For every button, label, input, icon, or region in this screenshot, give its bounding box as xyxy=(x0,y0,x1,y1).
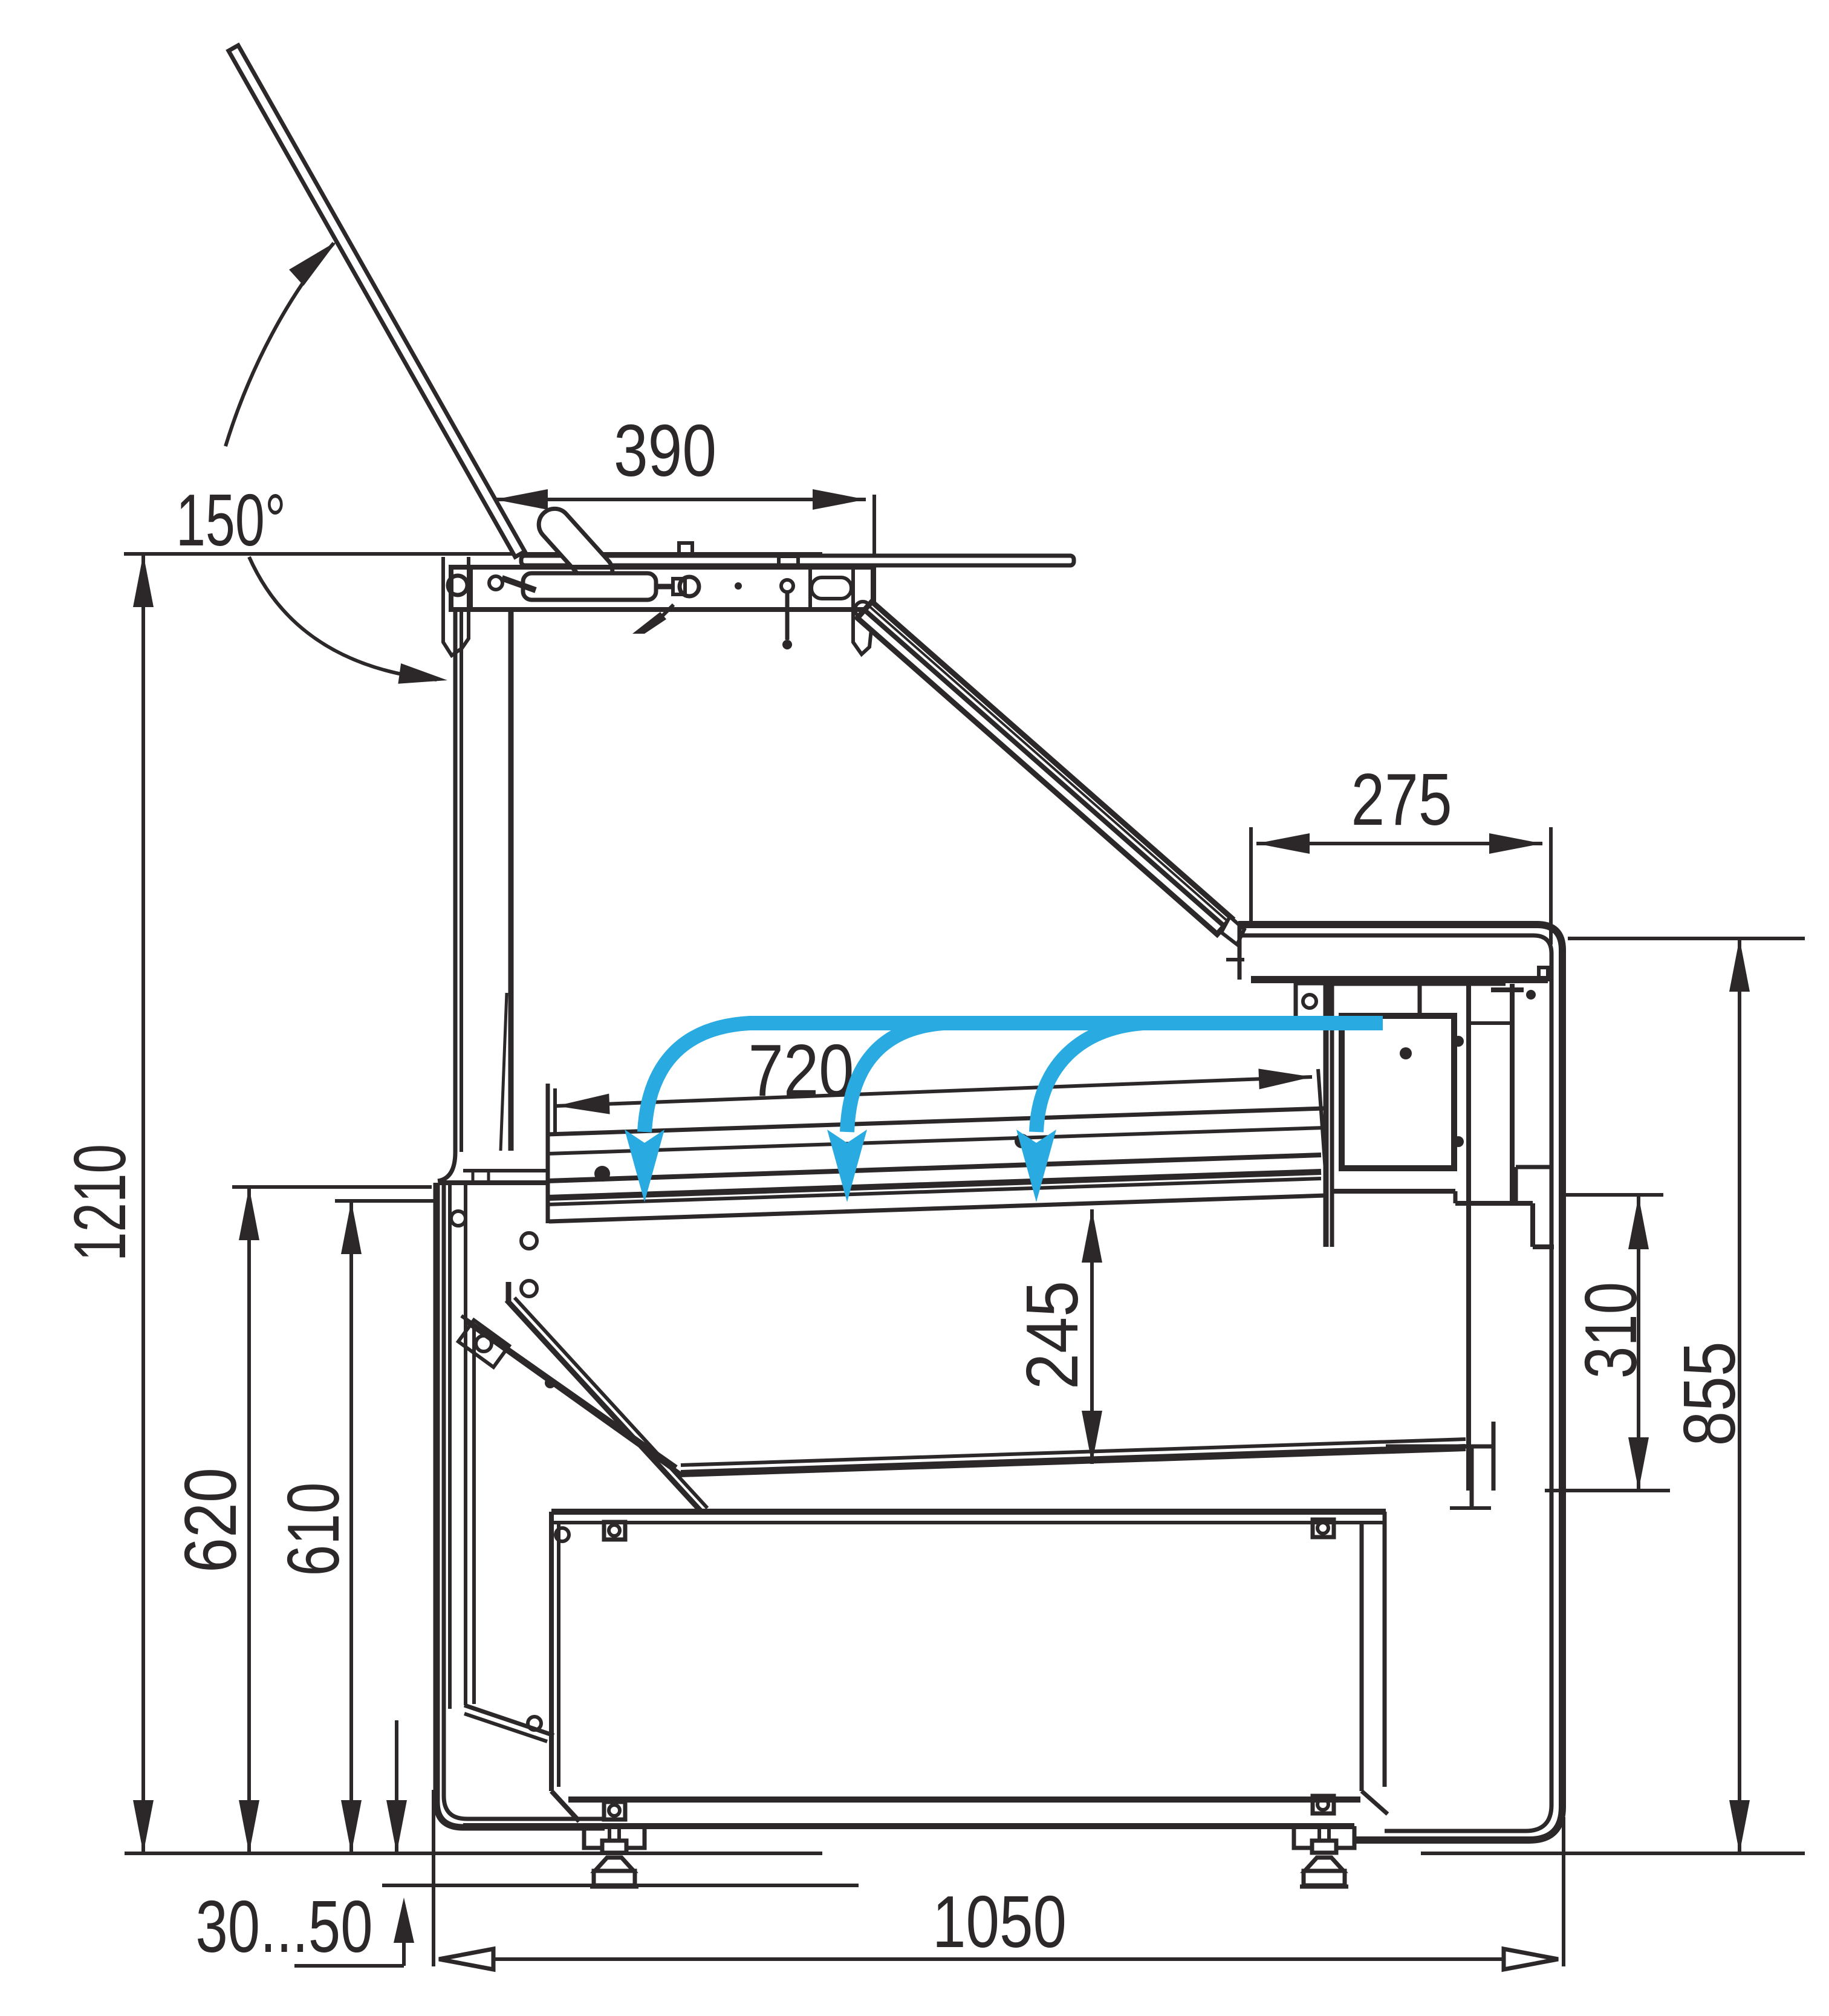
svg-text:1050: 1050 xyxy=(932,1881,1067,1963)
svg-text:620: 620 xyxy=(169,1468,252,1573)
svg-text:150°: 150° xyxy=(176,479,286,561)
svg-text:30...50: 30...50 xyxy=(196,1885,373,1968)
svg-text:310: 310 xyxy=(1570,1282,1652,1379)
svg-text:275: 275 xyxy=(1351,758,1452,841)
svg-text:610: 610 xyxy=(272,1483,354,1576)
svg-text:855: 855 xyxy=(1668,1342,1750,1446)
svg-text:720: 720 xyxy=(749,1029,854,1111)
svg-text:390: 390 xyxy=(614,409,716,492)
svg-text:1210: 1210 xyxy=(59,1144,141,1261)
svg-text:245: 245 xyxy=(1011,1281,1093,1390)
